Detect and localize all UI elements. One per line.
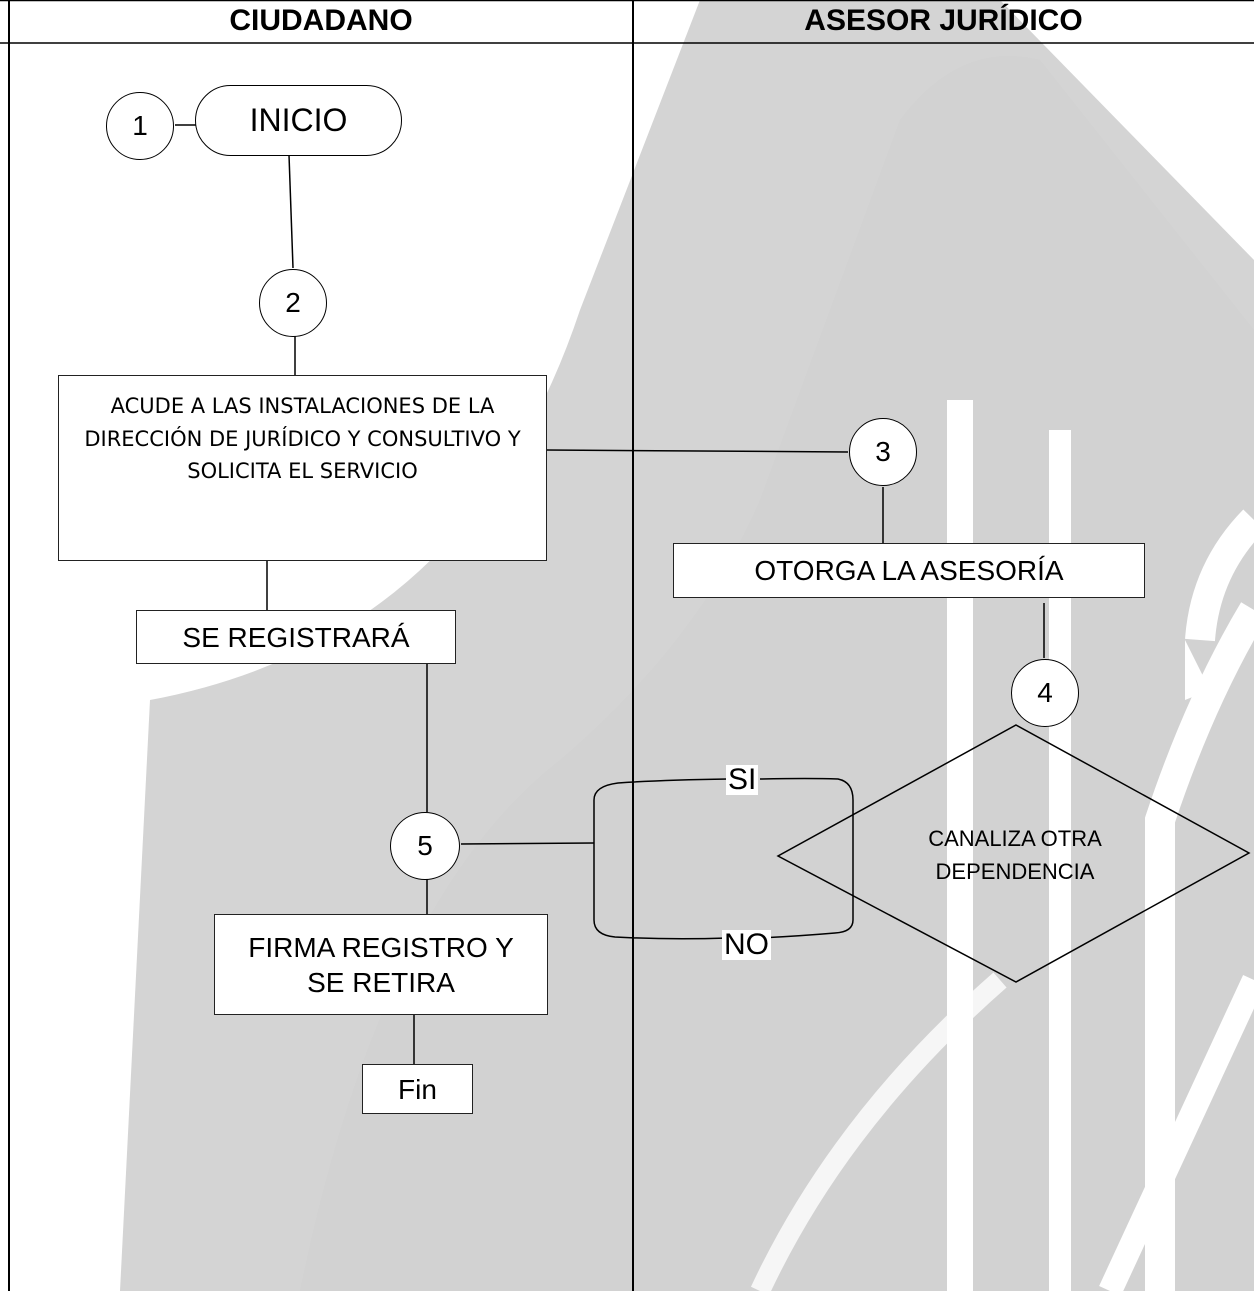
edge-label-si: SI	[726, 765, 758, 795]
process-firma-registro: FIRMA REGISTRO Y SE RETIRA	[214, 914, 548, 1015]
lane-header-asesor-juridico: ASESOR JURÍDICO	[633, 0, 1254, 42]
step-2-marker: 2	[259, 269, 327, 337]
step-1-marker: 1	[106, 92, 174, 160]
decision-canaliza-otra-dependencia: CANALIZA OTRA DEPENDENCIA	[905, 800, 1125, 910]
start-terminal: INICIO	[195, 85, 402, 156]
step-4-marker: 4	[1011, 659, 1079, 727]
process-se-registrara: SE REGISTRARÁ	[136, 610, 456, 664]
process-acude-label: ACUDE A LAS INSTALACIONES DE LA DIRECCIÓ…	[73, 390, 533, 488]
edge-label-no: NO	[722, 930, 771, 960]
process-acude-instalaciones: ACUDE A LAS INSTALACIONES DE LA DIRECCIÓ…	[58, 375, 547, 561]
lane-header-ciudadano: CIUDADANO	[9, 0, 633, 42]
step-5-marker: 5	[390, 812, 460, 880]
step-3-marker: 3	[849, 418, 917, 486]
decision-label: CANALIZA OTRA DEPENDENCIA	[920, 822, 1110, 888]
end-terminal: Fin	[362, 1064, 473, 1114]
process-firma-label: FIRMA REGISTRO Y SE RETIRA	[231, 930, 531, 1000]
process-otorga-asesoria: OTORGA LA ASESORÍA	[673, 543, 1145, 598]
